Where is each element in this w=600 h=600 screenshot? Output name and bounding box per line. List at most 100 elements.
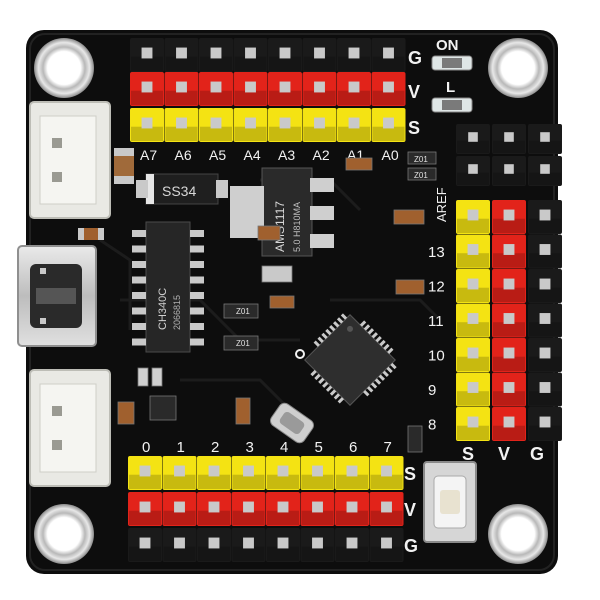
digital-pin-label: 0 — [142, 439, 150, 456]
header-pin-bottom-s[interactable] — [369, 456, 404, 490]
col-label-right-v: V — [498, 444, 510, 464]
header-pin-bottom-v[interactable] — [300, 492, 335, 526]
header-pin-top-s[interactable] — [371, 108, 406, 142]
header-pin-right-v[interactable] — [492, 303, 526, 338]
header-pin-bottom-g[interactable] — [197, 528, 231, 562]
header-pin-right-v[interactable] — [492, 338, 526, 372]
header-pin-top-v[interactable] — [337, 72, 371, 106]
header-pin-right-v[interactable] — [492, 372, 526, 407]
header-pin-right-g[interactable] — [528, 372, 562, 407]
header-pin-right-g[interactable] — [528, 200, 562, 234]
header-pin-right-g[interactable] — [528, 338, 562, 372]
header-pin-top-v[interactable] — [268, 72, 302, 106]
icsp-pin[interactable] — [492, 156, 526, 186]
row-label-top-v: V — [408, 82, 420, 102]
header-pin-right-s[interactable] — [456, 338, 490, 372]
header-pin-right-v[interactable] — [492, 234, 526, 269]
header-pin-bottom-g[interactable] — [335, 528, 369, 562]
header-pin-right-g[interactable] — [528, 269, 562, 303]
header-pin-right-v[interactable] — [492, 407, 526, 441]
top-header-rows — [130, 38, 406, 142]
header-pin-top-g[interactable] — [268, 38, 302, 72]
header-pin-right-s[interactable] — [456, 269, 490, 303]
header-pin-top-s[interactable] — [130, 108, 164, 142]
header-pin-top-s[interactable] — [233, 108, 268, 142]
header-pin-bottom-s[interactable] — [335, 456, 369, 490]
header-pin-bottom-g[interactable] — [300, 528, 335, 562]
chip-pin — [190, 245, 204, 253]
chip-pin — [363, 390, 370, 397]
header-pin-top-s[interactable] — [302, 108, 337, 142]
mounting-hole-icon — [34, 38, 94, 98]
header-pin-bottom-v[interactable] — [128, 492, 162, 526]
header-pin-bottom-g[interactable] — [231, 528, 266, 562]
header-pin-right-s[interactable] — [456, 234, 490, 269]
header-pin-bottom-g[interactable] — [128, 528, 162, 562]
header-pin-top-g[interactable] — [164, 38, 199, 72]
header-pin-top-v[interactable] — [199, 72, 233, 106]
header-pin-right-s[interactable] — [456, 407, 490, 441]
header-pin-bottom-s[interactable] — [128, 456, 162, 490]
smd-component — [345, 157, 373, 171]
icsp-pin[interactable] — [456, 124, 490, 154]
header-pin-top-g[interactable] — [233, 38, 268, 72]
header-pin-bottom-s[interactable] — [300, 456, 335, 490]
header-pin-top-v[interactable] — [233, 72, 268, 106]
header-pin-top-g[interactable] — [337, 38, 371, 72]
usb-serial-chip-ch340c: CH340C 2066815 — [132, 221, 204, 353]
header-pin-bottom-v[interactable] — [162, 492, 197, 526]
header-pin-bottom-s[interactable] — [197, 456, 231, 490]
usb-port-icon[interactable] — [17, 245, 97, 347]
chip-pin — [132, 307, 146, 315]
row-label-bottom-v: V — [404, 500, 416, 520]
header-pin-top-s[interactable] — [337, 108, 371, 142]
header-pin-bottom-g[interactable] — [162, 528, 197, 562]
header-pin-top-g[interactable] — [130, 38, 164, 72]
header-pin-top-s[interactable] — [164, 108, 199, 142]
header-pin-bottom-s[interactable] — [266, 456, 300, 490]
header-pin-top-v[interactable] — [371, 72, 406, 106]
header-pin-right-s[interactable] — [456, 303, 490, 338]
chip-pin — [190, 292, 204, 299]
header-pin-right-g[interactable] — [528, 234, 562, 269]
header-pin-top-v[interactable] — [130, 72, 164, 106]
header-pin-right-g[interactable] — [528, 407, 562, 441]
status-label-on: ON — [436, 37, 459, 54]
chip-pin — [366, 386, 374, 393]
header-pin-right-s[interactable] — [456, 200, 490, 234]
header-pin-top-g[interactable] — [302, 38, 337, 72]
header-pin-top-s[interactable] — [268, 108, 302, 142]
header-pin-right-v[interactable] — [492, 200, 526, 234]
header-pin-bottom-g[interactable] — [369, 528, 404, 562]
chip-pin — [337, 397, 344, 404]
chip-pin — [132, 276, 146, 284]
header-pin-bottom-v[interactable] — [369, 492, 404, 526]
reset-button-icon[interactable] — [423, 461, 477, 543]
header-pin-bottom-s[interactable] — [162, 456, 197, 490]
header-pin-bottom-s[interactable] — [231, 456, 266, 490]
header-pin-top-g[interactable] — [199, 38, 233, 72]
icsp-pin[interactable] — [528, 156, 562, 186]
header-pin-top-s[interactable] — [199, 108, 233, 142]
icsp-pin[interactable] — [492, 124, 526, 154]
icsp-pin[interactable] — [456, 156, 490, 186]
chip-pin — [375, 335, 382, 343]
header-pin-top-g[interactable] — [371, 38, 406, 72]
mounting-hole-icon — [488, 504, 548, 564]
icsp-pin[interactable] — [528, 124, 562, 154]
header-pin-bottom-v[interactable] — [197, 492, 231, 526]
header-pin-top-v[interactable] — [164, 72, 199, 106]
header-pin-right-v[interactable] — [492, 269, 526, 303]
header-pin-bottom-v[interactable] — [335, 492, 369, 526]
jst-connector-top[interactable] — [29, 101, 111, 219]
jst-connector-bottom[interactable] — [29, 369, 111, 487]
digital-pin-label: 2 — [211, 439, 219, 456]
header-pin-bottom-g[interactable] — [266, 528, 300, 562]
analog-pin-label: A6 — [175, 147, 192, 163]
row-label-top-s: S — [408, 118, 420, 138]
header-pin-top-v[interactable] — [302, 72, 337, 106]
header-pin-right-g[interactable] — [528, 303, 562, 338]
header-pin-right-s[interactable] — [456, 372, 490, 407]
header-pin-bottom-v[interactable] — [231, 492, 266, 526]
header-pin-bottom-v[interactable] — [266, 492, 300, 526]
